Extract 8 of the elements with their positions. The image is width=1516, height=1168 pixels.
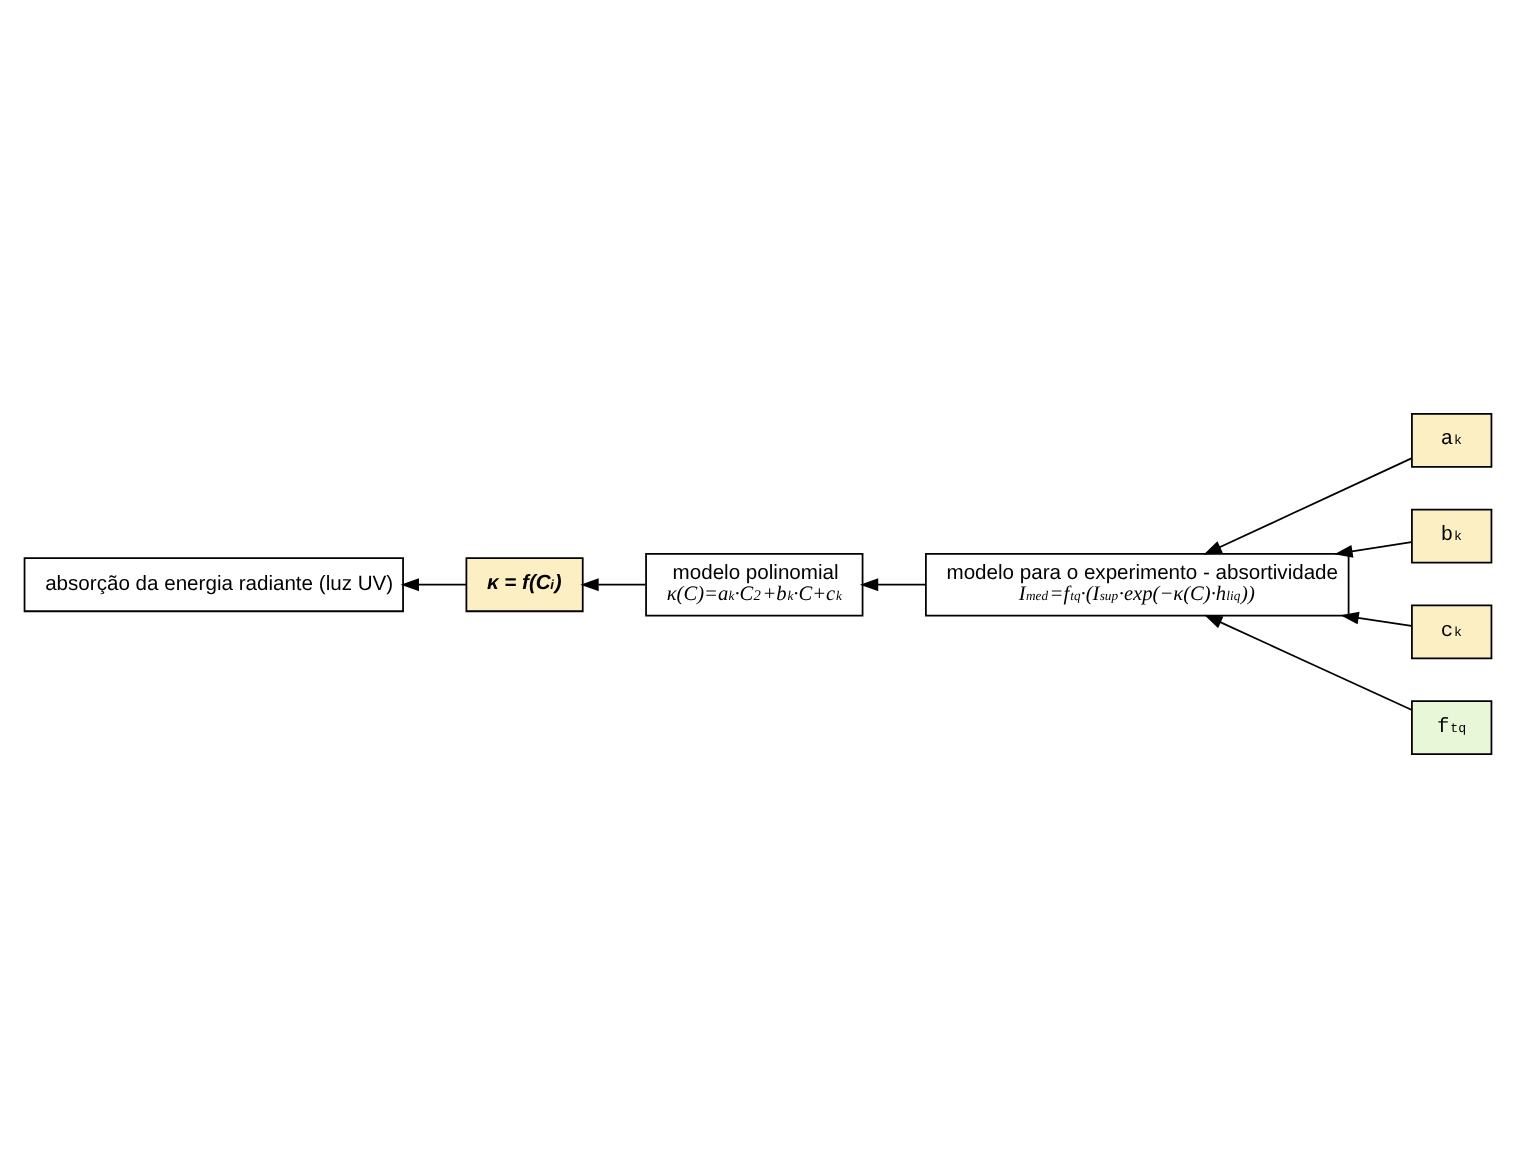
arrow [1203,457,1413,555]
node-box: absorção da energia radiante (luz UV) [23,557,404,613]
arrow [859,578,927,592]
arrow [580,578,647,592]
arrow [1340,611,1413,627]
arrow [1334,541,1413,558]
arrow [400,578,467,592]
arrow [1204,614,1413,711]
